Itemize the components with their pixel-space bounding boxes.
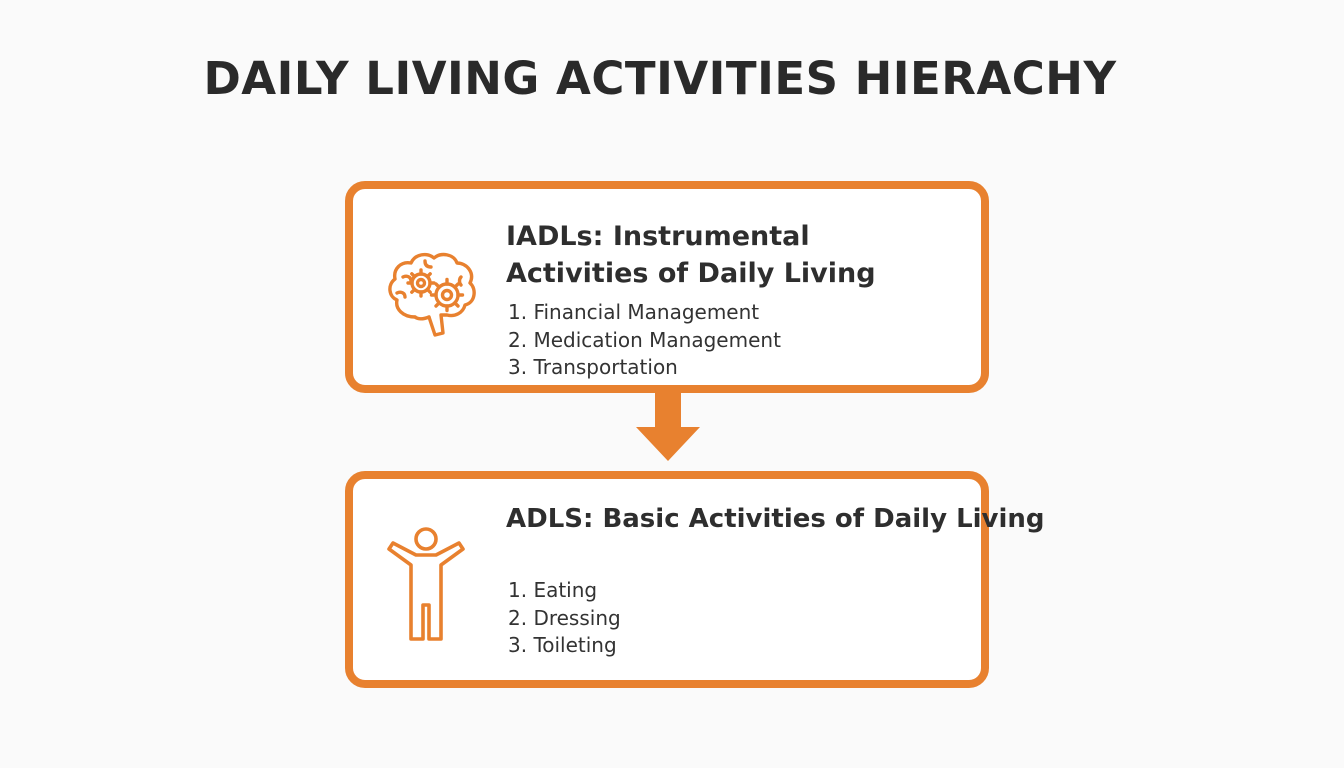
arrow-down-icon <box>636 393 700 461</box>
page-title: DAILY LIVING ACTIVITIES HIERACHY <box>203 52 1117 105</box>
iadl-heading-line1: IADLs: Instrumental <box>506 221 810 252</box>
person-arms-raised-icon <box>387 527 465 641</box>
adl-box: ADLS: Basic Activities of Daily Living 1… <box>345 471 1045 688</box>
list-item: 3. Transportation <box>508 355 678 379</box>
list-item: 2. Medication Management <box>508 327 781 352</box>
adl-list: 1. Eating 2. Dressing 3. Toileting <box>508 577 621 660</box>
list-item: 3. Toileting <box>508 633 617 657</box>
iadl-list: 1. Financial Management 2. Medication Ma… <box>508 299 781 382</box>
list-item: 2. Dressing <box>508 605 621 630</box>
adl-heading: ADLS: Basic Activities of Daily Living <box>506 504 1045 534</box>
iadl-heading: IADLs: Instrumental Activities of Daily … <box>506 218 876 292</box>
iadl-box: IADLs: Instrumental Activities of Daily … <box>345 181 989 393</box>
brain-gears-icon <box>388 252 476 337</box>
list-item: 1. Financial Management <box>508 300 760 324</box>
list-item: 1. Eating <box>508 578 598 602</box>
iadl-heading-line2: Activities of Daily Living <box>506 258 876 289</box>
